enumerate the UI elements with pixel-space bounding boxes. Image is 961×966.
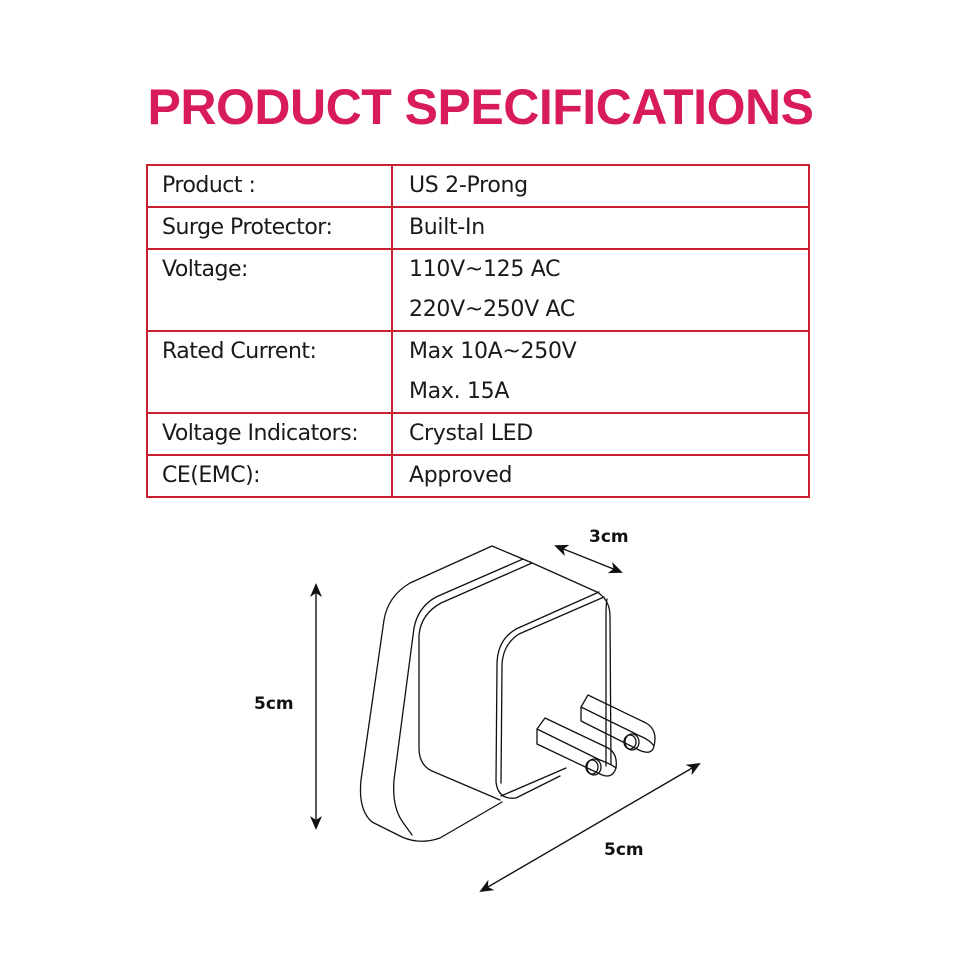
width-dimension-label: 5cm bbox=[604, 840, 644, 860]
table-row: Voltage Indicators: Crystal LED bbox=[146, 412, 810, 456]
dimension-arrows bbox=[310, 544, 701, 893]
spec-label: Product : bbox=[146, 164, 393, 208]
depth-dimension-label: 3cm bbox=[589, 527, 629, 547]
page-title: PRODUCT SPECIFICATIONS bbox=[147, 79, 814, 135]
specifications-table: Product : US 2-Prong Surge Protector: Bu… bbox=[146, 164, 810, 498]
spec-label: CE(EMC): bbox=[146, 454, 393, 498]
spec-label: Rated Current: bbox=[146, 330, 393, 414]
table-row: Voltage: 110V~125 AC 220V~250V AC bbox=[146, 248, 810, 332]
spec-value: Max 10A~250V Max. 15A bbox=[391, 330, 810, 414]
spec-label: Voltage Indicators: bbox=[146, 412, 393, 456]
spec-value: 110V~125 AC 220V~250V AC bbox=[391, 248, 810, 332]
spec-label: Voltage: bbox=[146, 248, 393, 332]
width-arrow-icon bbox=[479, 762, 701, 893]
table-row: Rated Current: Max 10A~250V Max. 15A bbox=[146, 330, 810, 414]
plug-dimension-diagram: 3cm 5cm 5cm bbox=[0, 510, 961, 961]
table-row: Surge Protector: Built-In bbox=[146, 206, 810, 250]
spec-value: Approved bbox=[391, 454, 810, 498]
table-row: CE(EMC): Approved bbox=[146, 454, 810, 498]
plug-adapter-illustration bbox=[310, 544, 701, 893]
table-row: Product : US 2-Prong bbox=[146, 164, 810, 208]
height-dimension-label: 5cm bbox=[254, 694, 294, 714]
depth-arrow-icon bbox=[554, 544, 623, 574]
spec-value: Built-In bbox=[391, 206, 810, 250]
spec-value: Crystal LED bbox=[391, 412, 810, 456]
spec-label: Surge Protector: bbox=[146, 206, 393, 250]
spec-value: US 2-Prong bbox=[391, 164, 810, 208]
